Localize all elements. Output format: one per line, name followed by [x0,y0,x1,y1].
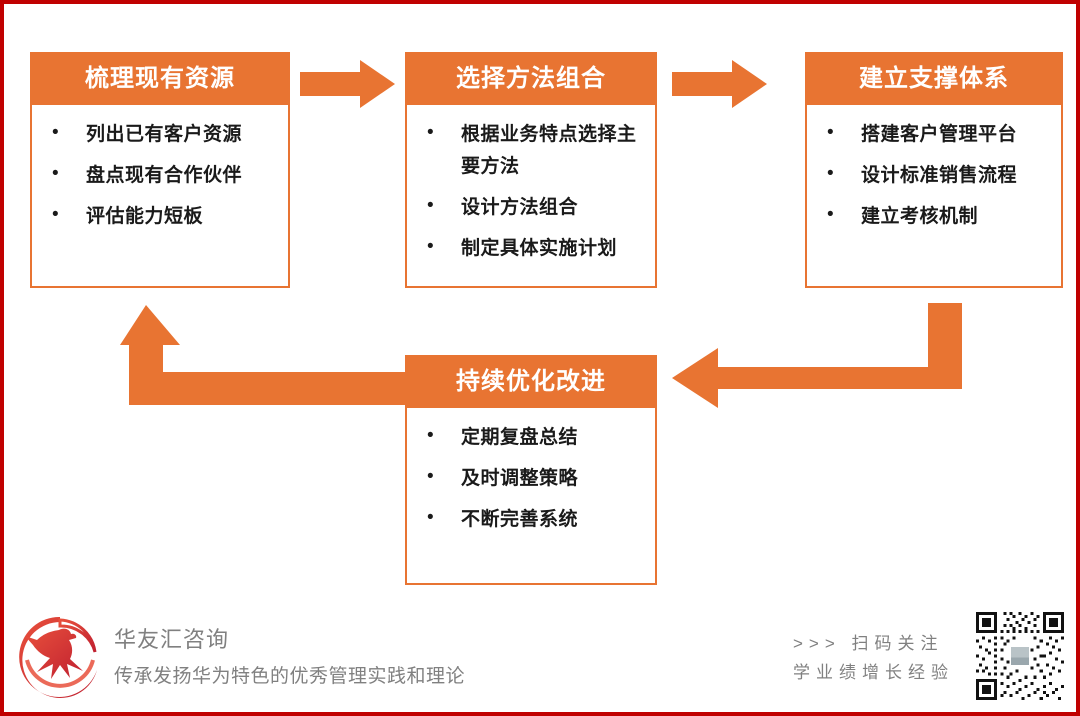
qr-call-to-action-line-2: 学业绩增长经验 [793,663,954,682]
brand-tagline: 传承发扬华为特色的优秀管理实践和理论 [114,666,466,687]
bullet-icon: • [427,195,434,216]
list-item: • 列出已有客户资源 [48,119,278,151]
list-item: • 评估能力短板 [48,201,278,233]
bullet-icon: • [827,163,834,184]
process-box-3-title: 建立支撑体系 [805,52,1063,105]
bullet-icon: • [52,122,59,143]
qr-call-to-action-line-1: >>> 扫码关注 [793,634,944,653]
process-box-3-body: • 搭建客户管理平台 • 设计标准销售流程 • 建立考核机制 [807,105,1061,286]
bullet-icon: • [827,204,834,225]
process-box-1-body: • 列出已有客户资源 • 盘点现有合作伙伴 • 评估能力短板 [32,105,288,286]
bullet-icon: • [427,122,434,143]
bullet-icon: • [427,236,434,257]
process-box-1[interactable]: 梳理现有资源 • 列出已有客户资源 • 盘点现有合作伙伴 • 评估能力短板 [30,52,290,288]
process-box-4-title: 持续优化改进 [405,355,657,408]
list-item: • 设计方法组合 [423,192,645,224]
process-box-2-title: 选择方法组合 [405,52,657,105]
arrow-elbow-left-up-icon [120,305,405,405]
list-item: • 定期复盘总结 [423,422,645,454]
phoenix-logo-icon [19,616,98,698]
process-box-4-body: • 定期复盘总结 • 及时调整策略 • 不断完善系统 [407,408,655,583]
qr-code-icon[interactable] [976,612,1064,700]
bullet-icon: • [827,122,834,143]
list-item: • 根据业务特点选择主要方法 [423,119,645,183]
list-item: • 制定具体实施计划 [423,233,645,265]
bullet-icon: • [427,507,434,528]
list-item: • 搭建客户管理平台 [823,119,1051,151]
bullet-icon: • [52,204,59,225]
arrow-right-icon [672,60,767,108]
process-box-1-title: 梳理现有资源 [30,52,290,105]
process-box-2[interactable]: 选择方法组合 • 根据业务特点选择主要方法 • 设计方法组合 • 制定具体实施计… [405,52,657,288]
arrow-right-icon [300,60,395,108]
process-box-4[interactable]: 持续优化改进 • 定期复盘总结 • 及时调整策略 • 不断完善系统 [405,355,657,585]
arrow-elbow-down-left-icon [672,303,962,408]
list-item: • 设计标准销售流程 [823,160,1051,192]
process-box-2-body: • 根据业务特点选择主要方法 • 设计方法组合 • 制定具体实施计划 [407,105,655,286]
process-box-3[interactable]: 建立支撑体系 • 搭建客户管理平台 • 设计标准销售流程 • 建立考核机制 [805,52,1063,288]
list-item: • 不断完善系统 [423,504,645,536]
bullet-icon: • [427,425,434,446]
list-item: • 及时调整策略 [423,463,645,495]
bullet-icon: • [427,466,434,487]
bullet-icon: • [52,163,59,184]
list-item: • 建立考核机制 [823,201,1051,233]
list-item: • 盘点现有合作伙伴 [48,160,278,192]
brand-name: 华友汇咨询 [114,627,230,652]
